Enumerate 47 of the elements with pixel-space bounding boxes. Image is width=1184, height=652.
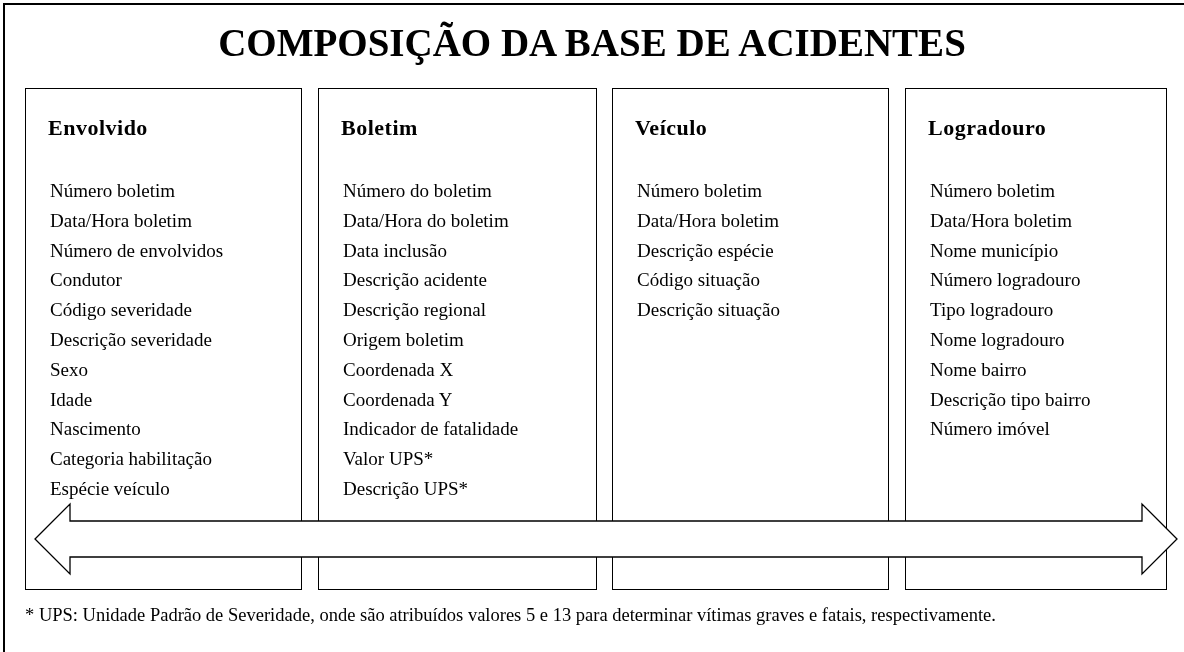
column-heading: Envolvido	[48, 115, 148, 141]
field-name: Data/Hora boletim	[50, 209, 192, 232]
field-name: Número de envolvidos	[50, 239, 224, 262]
field-name: Número boletim	[930, 180, 1056, 202]
field-name: Origem boletim	[343, 329, 464, 351]
field-name: Coordenada Y	[343, 388, 453, 411]
column-heading: Veículo	[635, 115, 708, 141]
field-name: Descrição regional	[343, 299, 486, 322]
field-name: Data/Hora boletim	[930, 209, 1072, 232]
field-name: Número logradouro	[930, 269, 1081, 292]
field-name: Descrição severidade	[50, 329, 212, 351]
field-name: Valor UPS*	[343, 448, 434, 471]
field-name: Descrição UPS*	[343, 478, 469, 500]
column-heading: Logradouro	[928, 115, 1047, 141]
field-name: Sexo	[50, 358, 88, 381]
field-name: Tipo logradouro	[930, 299, 1054, 322]
field-name: Espécie veículo	[50, 478, 170, 500]
field-name: Coordenada X	[343, 358, 454, 381]
field-name: Número imóvel	[930, 418, 1050, 441]
field-name: Nascimento	[50, 418, 141, 441]
field-name: Descrição espécie	[637, 239, 774, 262]
field-name: Número do boletim	[343, 180, 492, 202]
title: COMPOSIÇÃO DA BASE DE ACIDENTES	[217, 20, 967, 65]
field-name: Descrição acidente	[343, 269, 487, 292]
field-name: Nome logradouro	[930, 329, 1065, 351]
footnote: * UPS: Unidade Padrão de Severidade, onde são atribuídos valores 5 e 13 para determinar vítimas graves e fatais, respectivamente.	[25, 604, 997, 627]
field-name: Data/Hora do boletim	[343, 209, 509, 232]
field-name: Data/Hora boletim	[637, 209, 779, 232]
table-column-box	[25, 88, 302, 590]
field-name: Idade	[50, 388, 93, 411]
double-arrow	[34, 502, 1178, 576]
table-column-box	[612, 88, 889, 590]
field-name: Código situação	[637, 269, 760, 292]
field-name: Indicador de fatalidade	[343, 418, 519, 441]
field-name: Nome bairro	[930, 358, 1027, 381]
field-name: Descrição situação	[637, 299, 780, 322]
field-name: Nome município	[930, 239, 1059, 262]
field-name: Categoria habilitação	[50, 448, 212, 471]
field-name: Número boletim	[50, 180, 176, 202]
field-name: Condutor	[50, 269, 122, 292]
column-heading: Boletim	[341, 115, 418, 141]
table-column-box	[318, 88, 597, 590]
field-name: Descrição tipo bairro	[930, 388, 1091, 411]
field-name: Código severidade	[50, 299, 192, 322]
field-name: Data inclusão	[343, 239, 447, 262]
table-column-box	[905, 88, 1167, 590]
field-name: Número boletim	[637, 180, 763, 202]
